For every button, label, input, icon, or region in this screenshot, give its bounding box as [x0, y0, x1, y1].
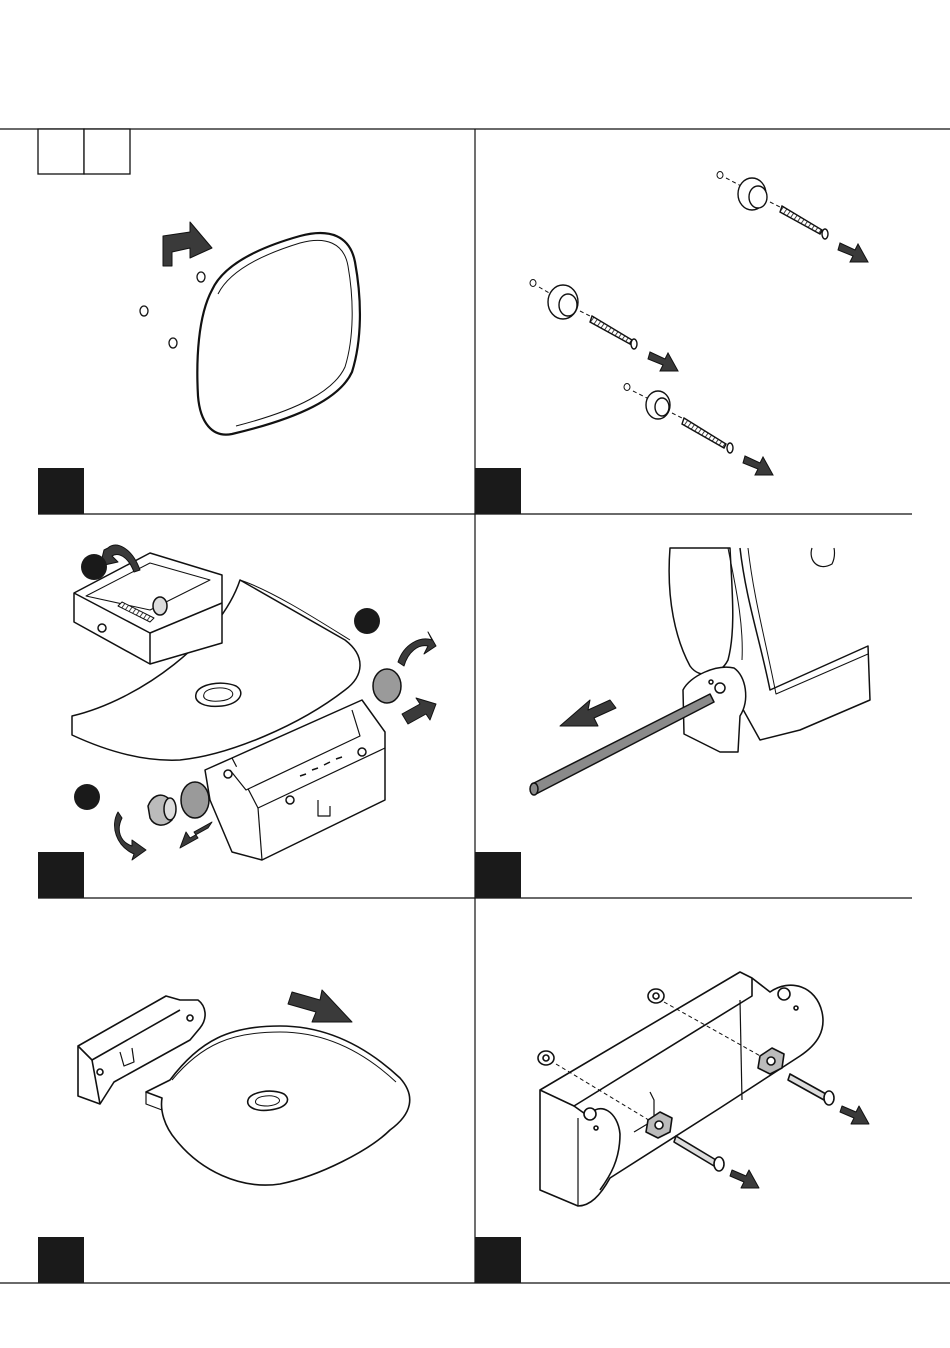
- curve-arrow-icon: [398, 632, 436, 666]
- screw-set-left: [530, 280, 678, 372]
- panel-remove-hinge-caps: [72, 545, 436, 860]
- arrow-icon: [838, 243, 868, 262]
- panel-remove-backrest: [140, 222, 360, 435]
- arrow-icon: [180, 822, 212, 848]
- pull-arrow-icon: [163, 222, 212, 266]
- screw-set-bottom: [624, 384, 773, 476]
- hinge-cap-right: [373, 669, 401, 703]
- arrow-icon: [402, 698, 436, 724]
- panel-pull-out-pivot-rod: [530, 548, 870, 795]
- arrow-icon: [840, 1106, 869, 1124]
- pull-arrow-icon: [560, 700, 616, 726]
- curve-arrow-icon: [115, 812, 146, 860]
- step-badge-3: [38, 852, 84, 898]
- step-badge-6: [475, 1237, 521, 1283]
- callout-circle: [81, 554, 107, 580]
- panel-remove-wall-screws: [530, 172, 868, 476]
- bolt: [788, 1074, 826, 1100]
- pull-arrow-icon: [288, 990, 352, 1022]
- arrow-icon: [648, 352, 678, 371]
- hinge-cap-left: [181, 782, 209, 818]
- step-badge-1: [38, 468, 84, 514]
- step-badge-4: [475, 852, 521, 898]
- header-boxes: [38, 129, 130, 174]
- panel-detach-seat-from-bracket: [78, 990, 410, 1185]
- panel-remove-bracket-bolts: [538, 972, 869, 1206]
- bolt: [674, 1136, 716, 1166]
- arrow-icon: [730, 1170, 759, 1188]
- pivot-rod: [532, 694, 714, 794]
- step-badge-5: [38, 1237, 84, 1283]
- mounting-pegs: [140, 272, 205, 348]
- step-badge-2: [475, 468, 521, 514]
- callout-circle: [354, 608, 380, 634]
- arrow-icon: [743, 456, 773, 475]
- callout-circle: [74, 784, 100, 810]
- screw-set-top: [717, 172, 868, 263]
